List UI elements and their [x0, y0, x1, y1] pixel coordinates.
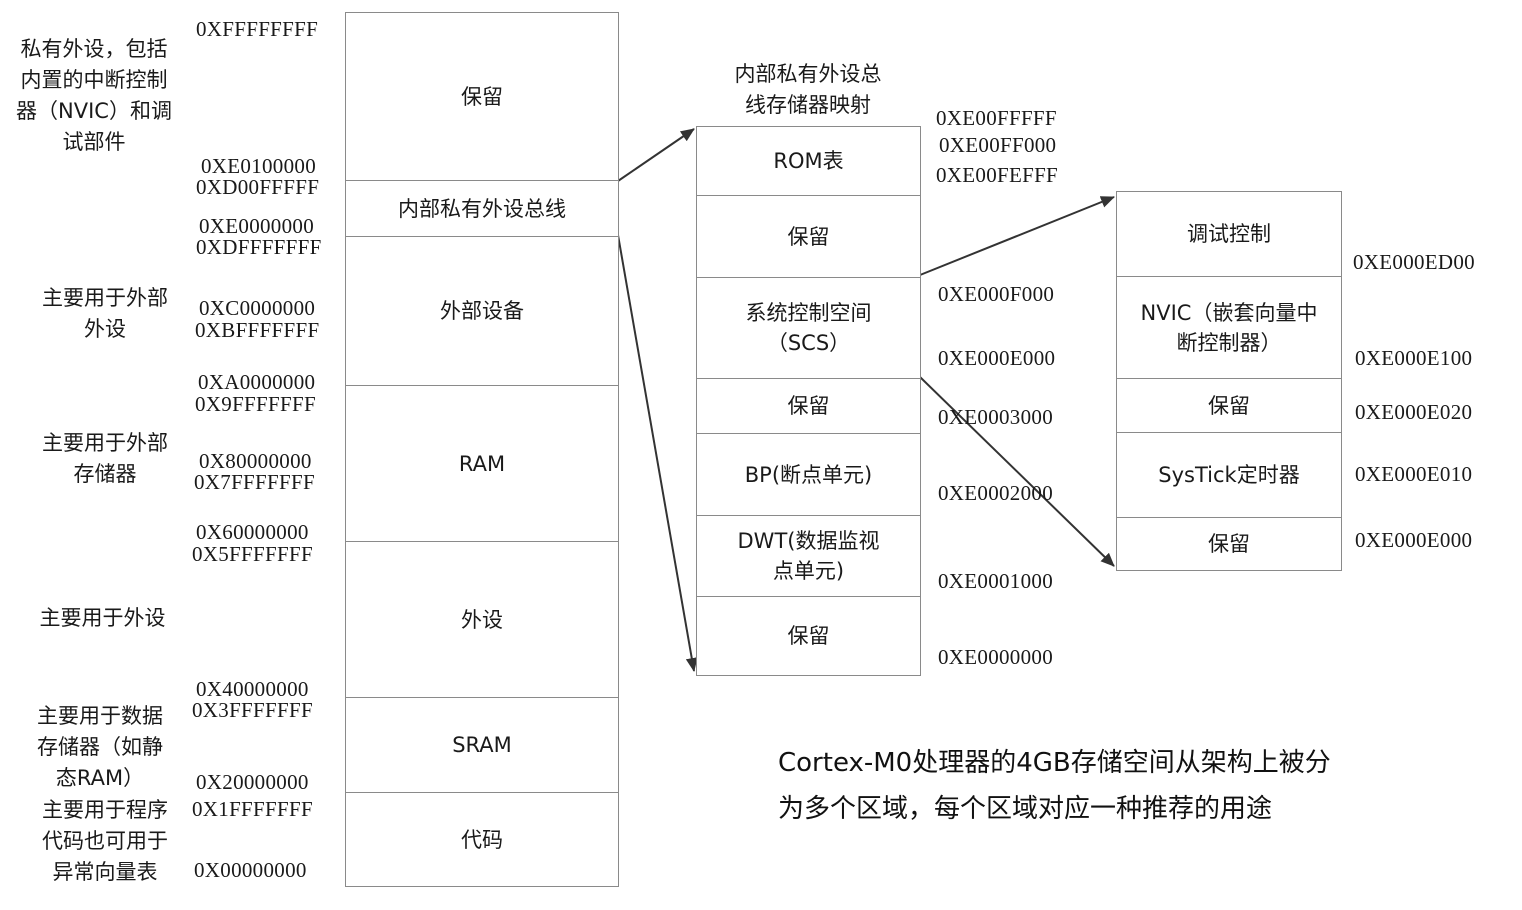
addr-label: 0XE0003000	[938, 405, 1053, 429]
addr-label: 0X5FFFFFFF	[192, 542, 313, 566]
addr-label: 0XDFFFFFFF	[196, 235, 322, 259]
desc-peripherals: 主要用于外设	[39, 606, 166, 630]
addr-label: 0X00000000	[194, 858, 307, 882]
desc-private-peripherals: 私有外设，包括 内置的中断控制 器（NVIC）和调 试部件	[16, 37, 172, 154]
ppb-region-reserved: 保留	[697, 596, 920, 675]
addr-label: 0X3FFFFFFF	[192, 698, 313, 722]
addr-label: 0XE000E100	[1355, 346, 1473, 370]
region-ram: RAM	[346, 385, 618, 541]
arrow-to-scs-bottom	[919, 376, 1115, 567]
desc-code: 主要用于程序 代码也可用于 异常向量表	[42, 798, 168, 884]
desc-external-memory: 主要用于外部 存储器	[42, 431, 168, 486]
addr-label: 0XE0100000	[201, 154, 316, 178]
ppb-region-rom-table: ROM表	[773, 149, 844, 173]
region-reserved: 保留	[461, 84, 503, 109]
region-external-device: 外部设备	[346, 236, 618, 385]
addr-label: 0XD00FFFFF	[196, 175, 320, 199]
addr-label: 0XE00FF000	[939, 133, 1057, 157]
main-memory-map: 保留 内部私有外设总线 外部设备 RAM 外设 SRAM 代码	[345, 12, 619, 887]
ppb-map-title: 内部私有外设总 线存储器映射	[734, 62, 882, 117]
addr-label: 0XE0000000	[199, 214, 314, 238]
scs-region-reserved: 保留	[1117, 378, 1341, 432]
scs-memory-map: 调试控制 NVIC（嵌套向量中 断控制器） 保留 SysTick定时器 保留	[1116, 191, 1342, 571]
addr-label: 0XFFFFFFFF	[196, 17, 319, 41]
desc-external-devices: 主要用于外部 外设	[42, 286, 168, 341]
addr-label: 0XE00FFFFF	[936, 106, 1057, 130]
ppb-region-reserved: 保留	[697, 195, 920, 277]
ppb-region-reserved: 保留	[697, 378, 920, 433]
scs-region-systick: SysTick定时器	[1117, 432, 1341, 517]
region-ppb: 内部私有外设总线	[346, 180, 618, 236]
addr-label: 0X9FFFFFFF	[195, 392, 316, 416]
region-peripheral: 外设	[346, 541, 618, 697]
scs-region-reserved: 保留	[1117, 517, 1341, 570]
addr-label: 0XE0002000	[938, 481, 1053, 505]
arrow-to-ppb-bottom	[617, 234, 698, 672]
region-code: 代码	[346, 792, 618, 886]
ppb-memory-map: ROM表 保留 系统控制空间 （SCS） 保留 BP(断点单元) DWT(数据监…	[696, 126, 921, 676]
addr-label: 0XE000ED00	[1353, 250, 1475, 274]
ppb-region-bp: BP(断点单元)	[697, 433, 920, 515]
addr-label: 0XE000F000	[938, 282, 1055, 306]
addr-label: 0XBFFFFFFF	[195, 318, 320, 342]
arrow-to-ppb-top	[617, 128, 695, 182]
addr-label: 0XE0001000	[938, 569, 1053, 593]
ppb-region-scs: 系统控制空间 （SCS）	[697, 277, 920, 378]
addr-label: 0X80000000	[199, 449, 312, 473]
addr-label: 0X40000000	[196, 677, 309, 701]
addr-label: 0X20000000	[196, 770, 309, 794]
addr-label: 0X1FFFFFFF	[192, 797, 313, 821]
scs-region-debug-control: 调试控制	[1187, 222, 1271, 246]
addr-label: 0XE000E010	[1355, 462, 1473, 486]
region-sram: SRAM	[346, 697, 618, 792]
arrow-to-scs-top	[919, 196, 1115, 276]
ppb-region-dwt: DWT(数据监视 点单元)	[697, 515, 920, 596]
addr-label: 0XA0000000	[198, 370, 316, 394]
addr-label: 0XE000E000	[938, 346, 1056, 370]
addr-label: 0X60000000	[196, 520, 309, 544]
addr-label: 0X7FFFFFFF	[194, 470, 315, 494]
addr-label: 0XC0000000	[199, 296, 316, 320]
addr-label: 0XE0000000	[938, 645, 1053, 669]
scs-region-nvic: NVIC（嵌套向量中 断控制器）	[1117, 276, 1341, 378]
caption-note: Cortex-M0处理器的4GB存储空间从架构上被分 为多个区域，每个区域对应一…	[778, 748, 1331, 824]
addr-label: 0XE000E000	[1355, 528, 1473, 552]
addr-label: 0XE00FEFFF	[936, 163, 1059, 187]
addr-label: 0XE000E020	[1355, 400, 1473, 424]
desc-data-memory: 主要用于数据 存储器（如静 态RAM）	[37, 704, 163, 790]
